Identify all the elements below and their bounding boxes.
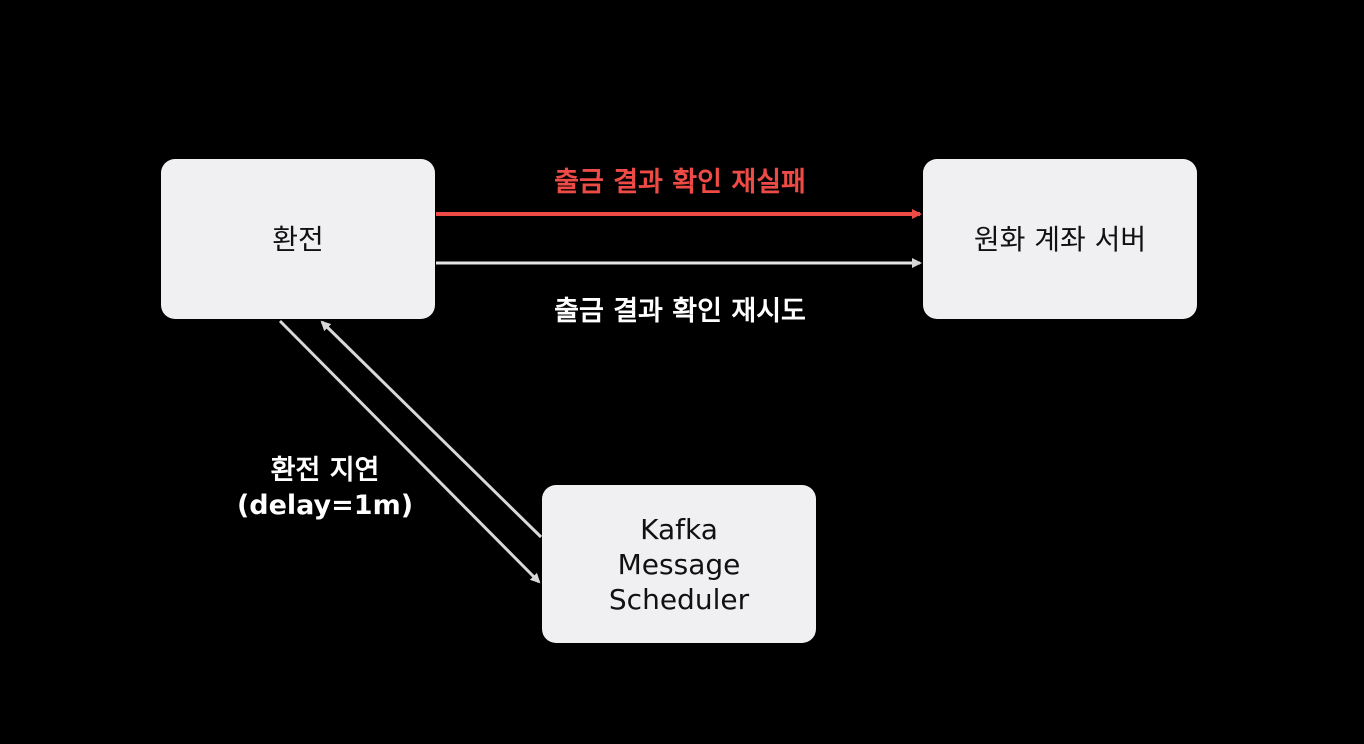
return-arrow-to-exchange xyxy=(320,320,543,539)
kafka-scheduler-line-1: Kafka xyxy=(640,512,718,546)
exchange-delay-title: 환전 지연 xyxy=(270,455,380,486)
exchange-node-label: 환전 xyxy=(272,222,324,256)
krw-account-server-label: 원화 계좌 서버 xyxy=(973,222,1147,256)
kafka-message-scheduler-node: Kafka Message Scheduler xyxy=(542,485,816,643)
withdraw-check-retry-label: 출금 결과 확인 재시도 xyxy=(554,296,806,327)
exchange-delay-label: 환전 지연 (delay=1m) xyxy=(205,453,445,523)
exchange-node: 환전 xyxy=(161,159,435,319)
withdraw-check-fail-label: 출금 결과 확인 재실패 xyxy=(554,167,806,198)
kafka-scheduler-line-2: Message xyxy=(617,547,741,581)
kafka-scheduler-line-3: Scheduler xyxy=(608,582,750,616)
delay-arrow-to-kafka xyxy=(278,319,541,584)
exchange-delay-param: (delay=1m) xyxy=(236,490,414,522)
krw-account-server-node: 원화 계좌 서버 xyxy=(923,159,1197,319)
